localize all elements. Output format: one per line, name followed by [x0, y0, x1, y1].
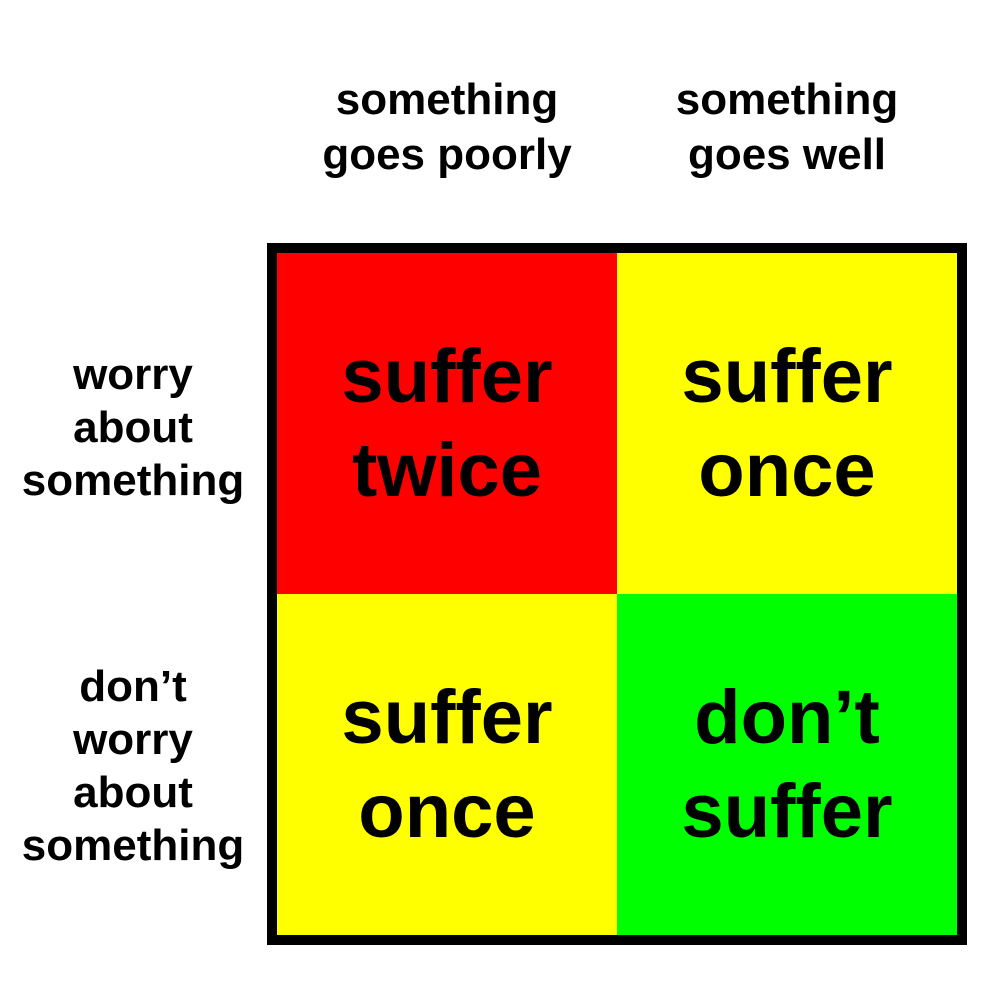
- cell-worry-goes-poorly: suffer twice: [277, 253, 617, 594]
- quadrant-grid: suffer twice suffer once suffer once don…: [267, 243, 967, 945]
- column-header-goes-poorly: something goes poorly: [322, 75, 572, 179]
- row-header-dont-worry: don’t worry about something: [21, 662, 245, 870]
- cell-dont-worry-goes-poorly: suffer once: [277, 594, 617, 935]
- cell-dont-worry-goes-well: don’t suffer: [617, 594, 957, 935]
- cell-worry-goes-well: suffer once: [617, 253, 957, 594]
- column-header-goes-well: something goes well: [675, 75, 899, 179]
- row-header-worry: worry about something: [21, 350, 245, 505]
